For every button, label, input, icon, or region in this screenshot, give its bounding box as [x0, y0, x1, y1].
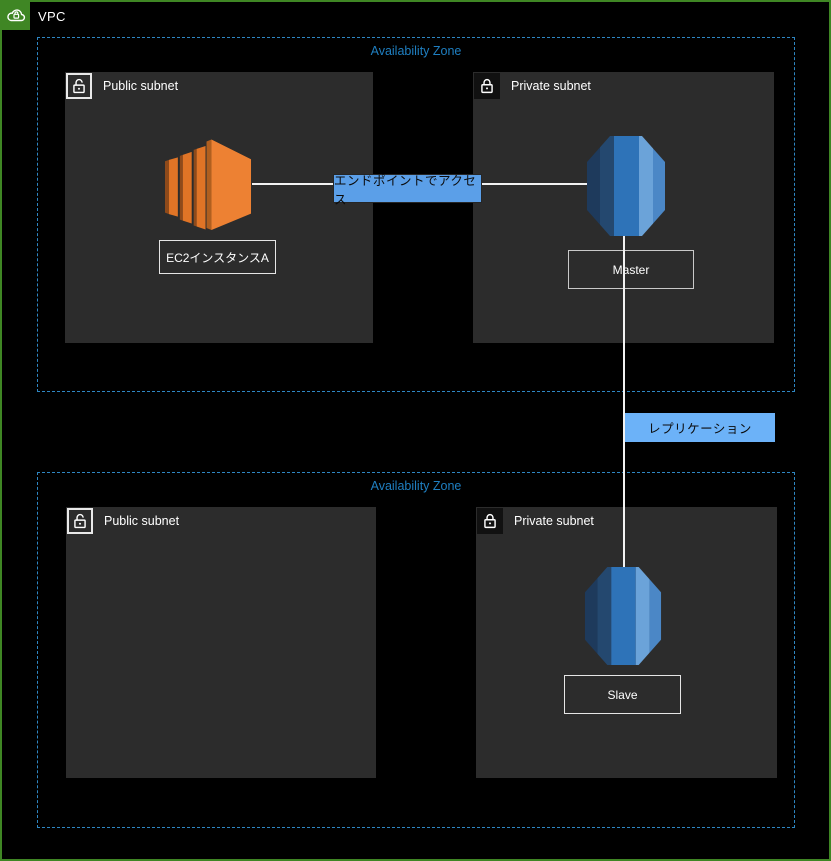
edge-master-to-slave[interactable]: [623, 232, 625, 572]
private-subnet-2-header: Private subnet: [477, 508, 594, 534]
replication-edge-label[interactable]: レプリケーション: [625, 413, 775, 442]
closed-lock-icon: [474, 73, 500, 99]
availability-zone-2-label: Availability Zone: [370, 479, 462, 493]
database-icon-slave[interactable]: [584, 567, 662, 665]
public-subnet-1-header: Public subnet: [66, 73, 178, 99]
replication-edge-label-text: レプリケーション: [648, 422, 752, 436]
slave-label[interactable]: Slave: [564, 675, 681, 714]
public-subnet-1[interactable]: Public subnet: [65, 72, 373, 343]
ec2-instance-label[interactable]: EC2インスタンスA: [159, 240, 276, 274]
endpoint-edge-label-text: エンドポイントでアクセス: [334, 173, 477, 207]
closed-lock-icon: [477, 508, 503, 534]
public-subnet-1-label: Public subnet: [103, 79, 179, 93]
availability-zone-1-label: Availability Zone: [370, 44, 462, 58]
public-subnet-2[interactable]: Public subnet: [66, 507, 376, 778]
database-icon-master[interactable]: [587, 136, 665, 236]
vpc-badge[interactable]: VPC: [2, 2, 66, 30]
public-subnet-2-header: Public subnet: [67, 508, 179, 534]
vpc-label: VPC: [38, 8, 66, 24]
master-label[interactable]: Master: [568, 250, 694, 289]
availability-zone-1[interactable]: Availability Zone Public subnet: [37, 37, 795, 392]
ec2-instance-label-text: EC2インスタンスA: [166, 250, 269, 265]
private-subnet-2-label: Private subnet: [514, 514, 594, 528]
endpoint-edge-label[interactable]: エンドポイントでアクセス: [333, 174, 482, 207]
slave-label-text: Slave: [607, 687, 638, 702]
cloud-lock-icon: [2, 2, 30, 30]
ec2-icon[interactable]: [165, 135, 252, 235]
master-label-text: Master: [612, 262, 650, 277]
public-subnet-2-label: Public subnet: [104, 514, 180, 528]
availability-zone-2[interactable]: Availability Zone Public subnet: [37, 472, 795, 828]
private-subnet-1-label: Private subnet: [511, 79, 591, 93]
open-lock-icon: [67, 508, 93, 534]
private-subnet-1-header: Private subnet: [474, 73, 591, 99]
open-lock-icon: [66, 73, 92, 99]
